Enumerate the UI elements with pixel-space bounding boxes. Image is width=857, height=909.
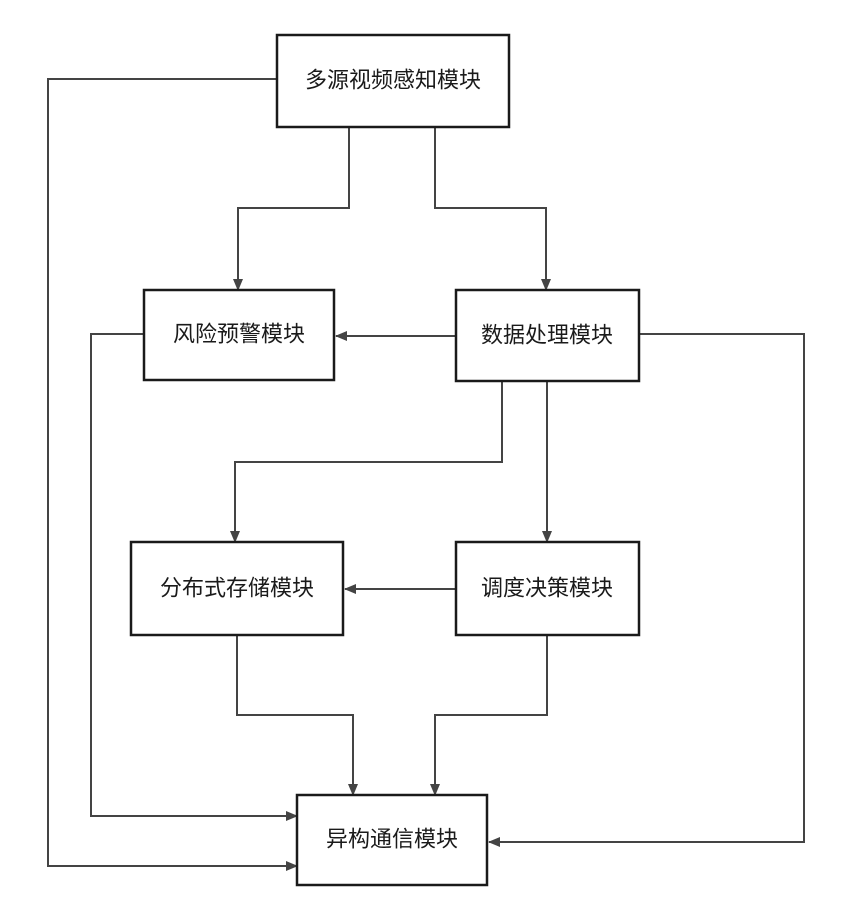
edge-perception-to-processing (435, 127, 546, 290)
edges (48, 79, 804, 866)
node-risk-label: 风险预警模块 (173, 323, 305, 348)
node-scheduling-label: 调度决策模块 (481, 577, 613, 602)
node-storage-label: 分布式存储模块 (160, 577, 314, 602)
node-perception: 多源视频感知模块 (277, 35, 509, 127)
node-perception-label: 多源视频感知模块 (305, 69, 481, 94)
edge-storage-to-communication (237, 635, 353, 795)
node-scheduling: 调度决策模块 (456, 542, 639, 635)
edge-scheduling-to-communication (435, 635, 547, 795)
edge-perception-to-risk (238, 127, 349, 290)
node-storage: 分布式存储模块 (131, 542, 343, 635)
node-risk: 风险预警模块 (144, 290, 334, 380)
node-communication-label: 异构通信模块 (326, 828, 458, 853)
edge-processing-to-storage (235, 381, 502, 542)
node-communication: 异构通信模块 (297, 795, 487, 885)
node-processing-label: 数据处理模块 (481, 324, 613, 349)
edge-perception-to-communication (48, 79, 297, 866)
node-processing: 数据处理模块 (456, 290, 639, 381)
